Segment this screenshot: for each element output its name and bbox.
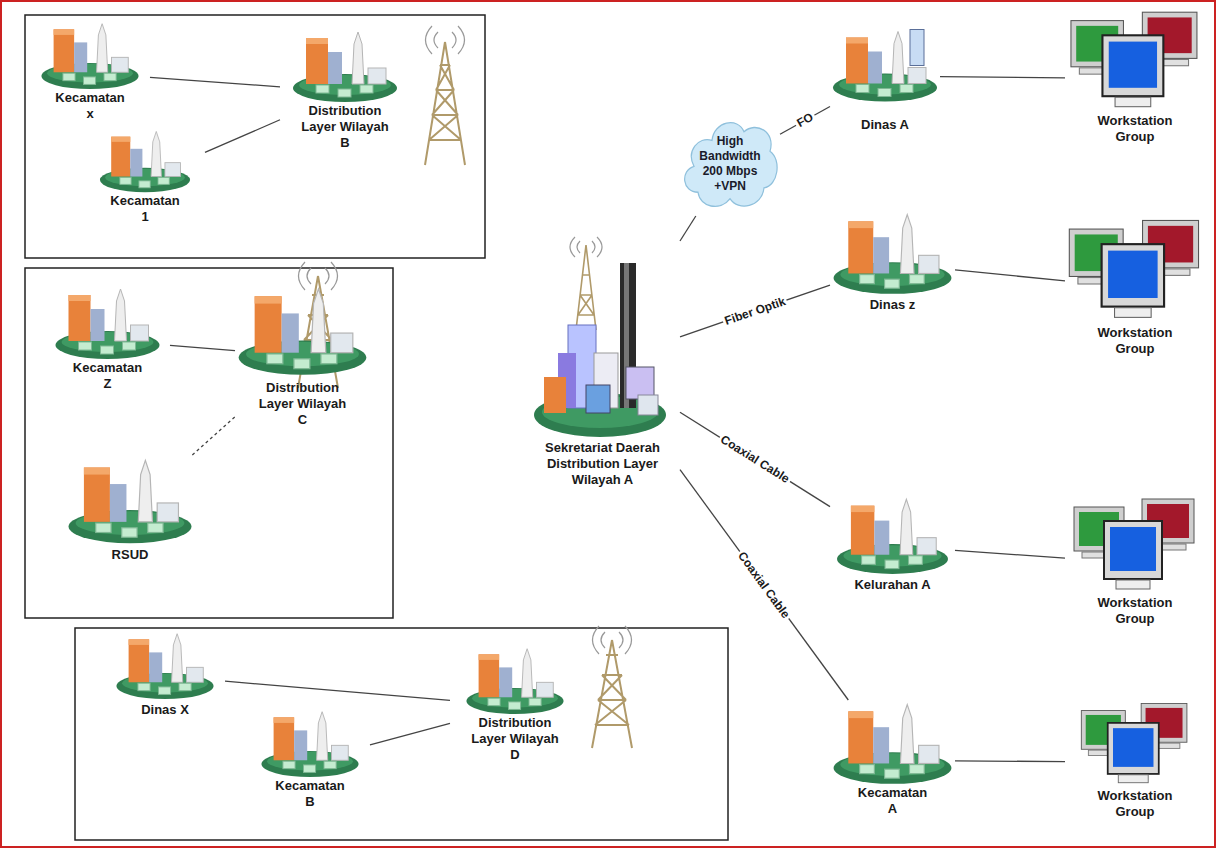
building-icon <box>105 630 225 700</box>
node-label: Kecamatan A <box>853 785 933 817</box>
building-icon <box>65 455 195 545</box>
radio-tower <box>592 626 632 748</box>
node-label: Workstation Group <box>1085 113 1185 145</box>
link-label: FO <box>793 109 818 131</box>
node-label: Dinas z <box>870 297 916 313</box>
office-building: Kecamatan Z <box>45 285 170 396</box>
building-icon <box>830 495 955 575</box>
building-icon <box>450 645 580 715</box>
building-icon <box>85 128 205 193</box>
network-link <box>680 216 696 241</box>
network-link <box>940 77 1065 78</box>
node-label: Kecamatan Z <box>68 360 148 392</box>
distribution-site: Distribution Layer Wilayah C <box>235 280 370 432</box>
network-link <box>150 77 280 86</box>
office-building: Dinas z <box>830 210 955 317</box>
node-label: Distribution Layer Wilayah D <box>470 715 560 763</box>
node-label: Dinas X <box>141 702 189 718</box>
office-building: Kecamatan A <box>830 700 955 821</box>
building-icon <box>830 700 955 785</box>
network-link <box>192 417 235 455</box>
network-link <box>170 345 235 350</box>
building-icon <box>250 708 370 778</box>
link-label: Coaxial Cable <box>734 547 794 622</box>
network-link <box>780 107 830 135</box>
network-link <box>955 270 1065 281</box>
building-icon <box>280 28 410 103</box>
hospital-building: RSUD <box>65 455 195 567</box>
region-frame <box>75 628 728 840</box>
workstation-group: Workstation Group <box>1065 8 1205 149</box>
distribution-site: Distribution Layer Wilayah B <box>280 28 410 155</box>
office-building: Dinas A <box>830 15 940 137</box>
workstation-icon <box>1065 495 1205 595</box>
node-label: Workstation Group <box>1085 595 1185 627</box>
workstation-icon <box>1065 215 1205 325</box>
network-link <box>680 412 830 506</box>
node-label: Kecamatan B <box>270 778 350 810</box>
office-building: Kecamatan B <box>250 708 370 814</box>
node-label: Sekretariat Daerah Distribution Layer Wi… <box>530 440 675 488</box>
office-building: Dinas X <box>105 630 225 722</box>
building-icon <box>235 280 370 380</box>
node-label: Workstation Group <box>1085 788 1185 820</box>
network-link <box>955 550 1065 558</box>
office-building: Kecamatan 1 <box>85 128 205 229</box>
network-link <box>955 760 1065 762</box>
building-icon <box>830 210 955 295</box>
headquarters: Sekretariat Daerah Distribution Layer Wi… <box>525 235 680 492</box>
office-building: Kecamatan x <box>30 20 150 126</box>
node-label: Kecamatan 1 <box>105 193 185 225</box>
network-link <box>205 120 280 153</box>
node-label: High Bandwidth 200 Mbps +VPN <box>688 134 772 194</box>
network-link <box>370 723 450 744</box>
region-frame <box>25 15 485 258</box>
workstation-group: Workstation Group <box>1065 215 1205 361</box>
link-label: Fiber Optik <box>721 293 789 328</box>
node-label: Dinas A <box>861 117 909 133</box>
node-label: Workstation Group <box>1085 325 1185 357</box>
workstation-icon <box>1065 8 1205 113</box>
office-building: Kelurahan A <box>830 495 955 597</box>
node-label: Kecamatan x <box>50 90 130 122</box>
building-icon <box>30 20 150 90</box>
network-link <box>680 470 848 700</box>
building-icon <box>45 285 170 360</box>
network-link <box>680 285 830 337</box>
region-frame <box>25 268 393 618</box>
node-label: Distribution Layer Wilayah C <box>258 380 348 428</box>
network-cloud: High Bandwidth 200 Mbps +VPN <box>680 108 780 216</box>
building-icon <box>830 15 940 115</box>
node-label: RSUD <box>112 547 149 563</box>
headquarters-icon <box>528 235 678 440</box>
distribution-site: Distribution Layer Wilayah D <box>450 645 580 767</box>
node-label: Kelurahan A <box>854 577 930 593</box>
network-link <box>225 681 450 700</box>
link-label: Coaxial Cable <box>716 432 793 488</box>
node-label: Distribution Layer Wilayah B <box>300 103 390 151</box>
workstation-group: Workstation Group <box>1065 700 1205 824</box>
workstation-icon <box>1065 700 1205 788</box>
radio-tower <box>425 26 465 165</box>
workstation-group: Workstation Group <box>1065 495 1205 631</box>
